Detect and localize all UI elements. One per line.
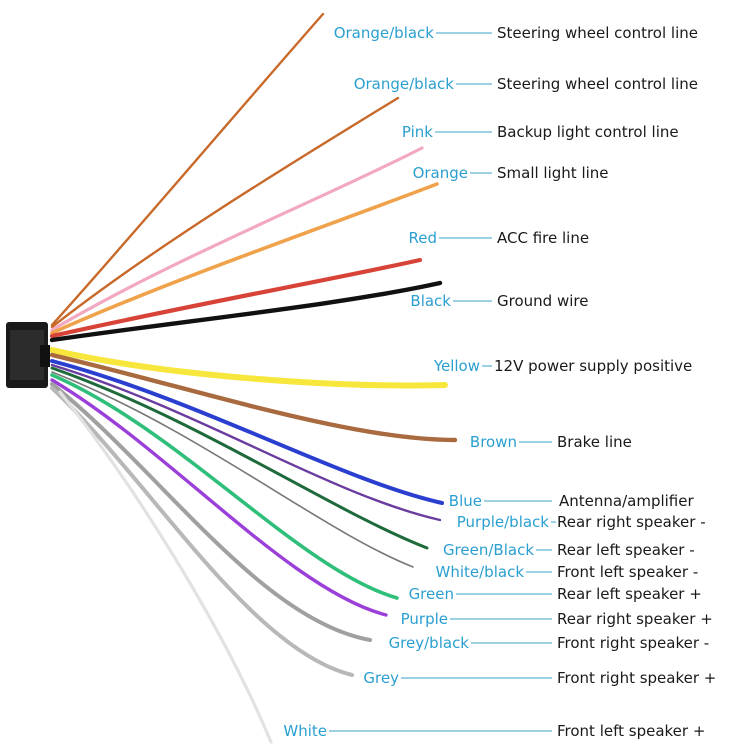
function-label-white-black: Front left speaker - (557, 563, 698, 581)
wire-black (49, 280, 443, 343)
function-label-pink: Backup light control line (497, 123, 679, 141)
wire-white (58, 390, 273, 744)
connector-latch (40, 345, 50, 367)
wire-name-white-black: White/black (436, 563, 525, 581)
wire-name-green: Green (409, 585, 454, 603)
wire-red (49, 257, 423, 339)
wire-name-yellow: Yellow (433, 357, 480, 375)
wire-name-white: White (283, 722, 327, 740)
wire-name-brown: Brown (470, 433, 517, 451)
wire-name-green-black: Green/Black (443, 541, 534, 559)
wire-green-black (50, 366, 429, 550)
wire-purple-black (50, 363, 442, 522)
connector (6, 322, 50, 388)
wire-name-orange-black-1: Orange/black (334, 24, 435, 42)
wire-name-orange: Orange (413, 164, 468, 182)
wire-name-grey-black: Grey/black (389, 634, 470, 652)
function-label-yellow: 12V power supply positive (494, 357, 692, 375)
wire-name-pink: Pink (402, 123, 433, 141)
wire-brown (49, 352, 458, 443)
function-label-brown: Brake line (557, 433, 632, 451)
wire-name-grey: Grey (363, 669, 399, 687)
function-label-green: Rear left speaker + (557, 585, 702, 603)
wire-orange-black-1 (50, 12, 325, 327)
connector-face (10, 330, 44, 380)
wire-pink (50, 146, 424, 332)
wire-name-red: Red (409, 229, 438, 247)
wire-white-black (51, 371, 414, 568)
function-label-red: ACC fire line (497, 229, 589, 247)
wire-green (50, 373, 399, 600)
function-label-purple: Rear right speaker + (557, 610, 713, 628)
wire-blue (50, 359, 444, 505)
wire-grey (50, 386, 354, 677)
wire-purple (50, 378, 388, 617)
function-label-orange-black-1: Steering wheel control line (497, 24, 698, 42)
function-label-grey-black: Front right speaker - (557, 634, 709, 652)
wire-name-black: Black (410, 292, 451, 310)
function-label-orange-black-2: Steering wheel control line (497, 75, 698, 93)
wire-yellow (49, 347, 448, 389)
wire-name-blue: Blue (449, 492, 482, 510)
function-label-green-black: Rear left speaker - (557, 541, 695, 559)
wire-name-purple: Purple (401, 610, 448, 628)
wire-name-orange-black-2: Orange/black (354, 75, 455, 93)
wire-orange (50, 182, 439, 335)
function-label-purple-black: Rear right speaker - (557, 513, 706, 531)
wire-grey-black (50, 382, 372, 642)
function-label-white: Front left speaker + (557, 722, 705, 740)
function-label-black: Ground wire (497, 292, 588, 310)
wire-orange-black-2 (50, 96, 400, 329)
wire-name-purple-black: Purple/black (457, 513, 550, 531)
function-label-grey: Front right speaker + (557, 669, 716, 687)
wires-layer (49, 12, 458, 744)
function-label-blue: Antenna/amplifier (559, 492, 694, 510)
function-label-orange: Small light line (497, 164, 609, 182)
